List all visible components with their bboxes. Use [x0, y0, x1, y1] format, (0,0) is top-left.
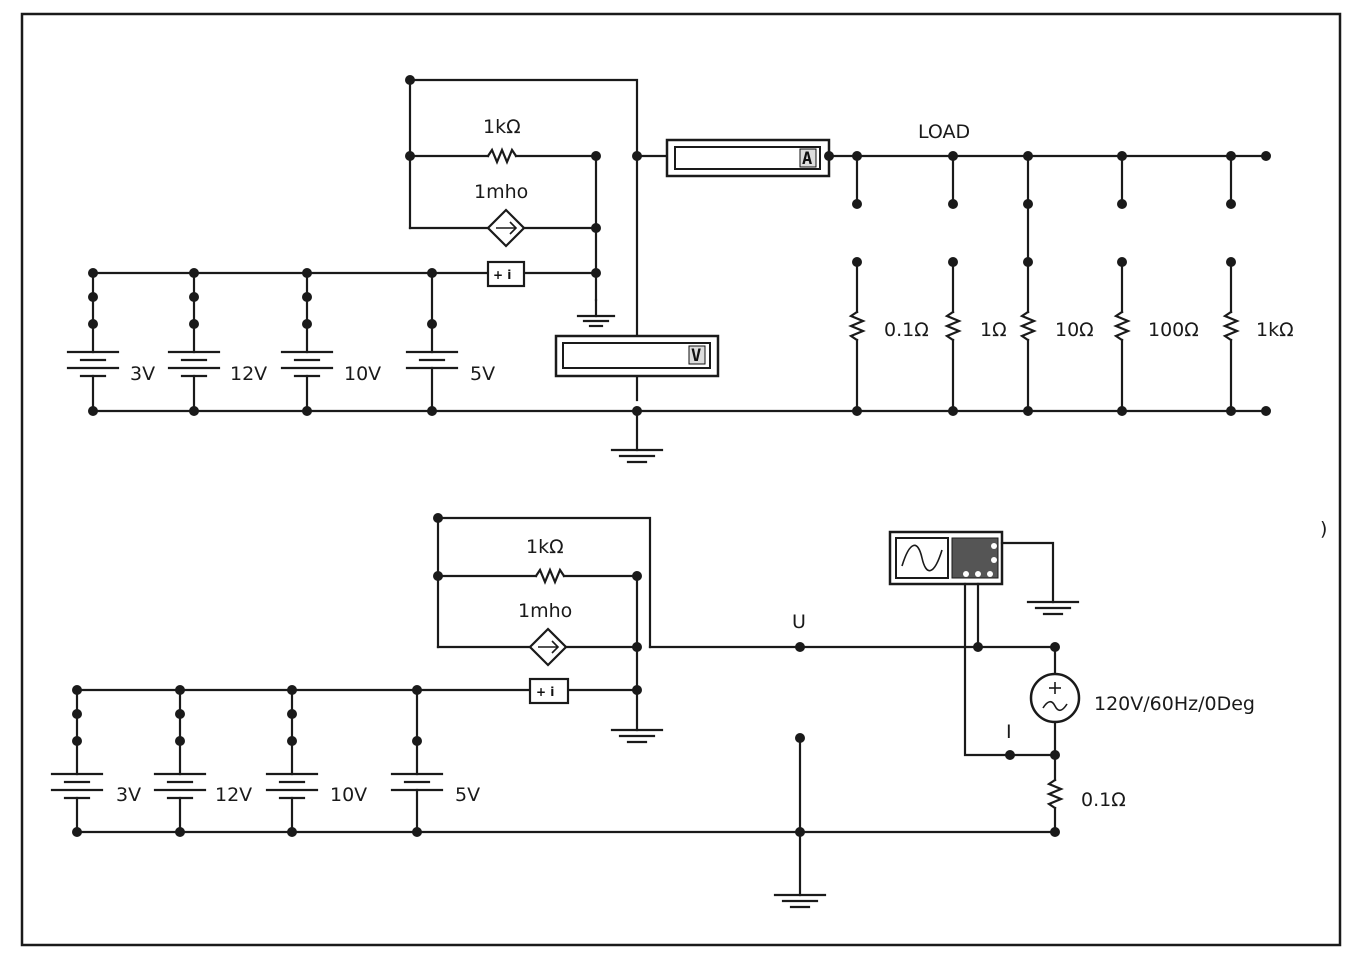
transconductance-2-label: 1mho [518, 600, 572, 622]
feedback-resistor-1-label: 1kΩ [483, 116, 521, 138]
dependent-current-source-1 [486, 208, 526, 248]
ammeter: A [665, 138, 831, 178]
battery-5-label: 3V [116, 784, 141, 806]
battery-6-12v [153, 688, 207, 834]
battery-7-10v [265, 688, 319, 834]
battery-6-label: 12V [215, 784, 252, 806]
circuit-1: A LOAD V + i [66, 75, 1294, 464]
ground-symbol-scope [1026, 600, 1080, 616]
shunt-resistor-label: 0.1Ω [1081, 789, 1126, 811]
ground-symbol-2a [610, 728, 664, 744]
dependent-current-source-2 [528, 627, 568, 667]
battery-8-5v [390, 688, 444, 834]
feedback-resistor-1 [486, 147, 518, 165]
feedback-resistor-2-label: 1kΩ [526, 536, 564, 558]
ac-source-label: 120V/60Hz/0Deg [1094, 693, 1255, 715]
load-resistor-label-2: 1Ω [980, 319, 1007, 341]
summing-block-2-label: + i [536, 685, 554, 699]
battery-5-3v [50, 688, 104, 834]
stray-mark: ) [1320, 518, 1327, 540]
battery-8-label: 5V [455, 784, 480, 806]
voltmeter-label: V [691, 346, 701, 366]
load-resistor-label-5: 1kΩ [1256, 319, 1294, 341]
node-u-label: U [792, 611, 806, 633]
load-branch-3 [1113, 154, 1131, 413]
battery-4-label: 5V [470, 363, 495, 385]
schematic-frame [20, 12, 1342, 947]
node-i-label: I [1006, 721, 1012, 743]
load-label: LOAD [918, 121, 970, 143]
battery-3-label: 10V [344, 363, 381, 385]
load-branch-1 [944, 154, 962, 413]
shunt-resistor [1046, 778, 1064, 810]
ground-symbol-1b [610, 448, 664, 464]
battery-7-label: 10V [330, 784, 367, 806]
battery-1-3v [66, 271, 120, 413]
ground-symbol-1a [576, 314, 616, 328]
ground-symbol-2b [773, 893, 827, 909]
ac-voltage-source [1029, 672, 1081, 724]
oscilloscope [888, 530, 1004, 586]
battery-1-label: 3V [130, 363, 155, 385]
summing-block-1: + i [486, 260, 526, 288]
junctions-2 [72, 513, 1060, 837]
battery-4-5v [405, 271, 459, 413]
transconductance-1-label: 1mho [474, 181, 528, 203]
load-branch-2 [1019, 154, 1037, 413]
ammeter-label: A [802, 149, 812, 169]
circuit-2: U 120V/60Hz/0Deg [50, 513, 1255, 909]
summing-block-1-label: + i [493, 268, 511, 282]
load-resistor-label-1: 0.1Ω [884, 319, 929, 341]
load-branch-4 [1222, 154, 1240, 413]
feedback-resistor-2 [534, 567, 566, 585]
battery-3-10v [280, 271, 334, 413]
battery-2-12v [167, 271, 221, 413]
load-resistor-label-3: 10Ω [1055, 319, 1094, 341]
voltmeter: V [554, 334, 720, 378]
summing-block-2: + i [528, 677, 570, 705]
load-resistor-label-4: 100Ω [1148, 319, 1199, 341]
junctions-1 [88, 75, 1271, 416]
battery-2-label: 12V [230, 363, 267, 385]
load-branch-0 [848, 154, 866, 413]
